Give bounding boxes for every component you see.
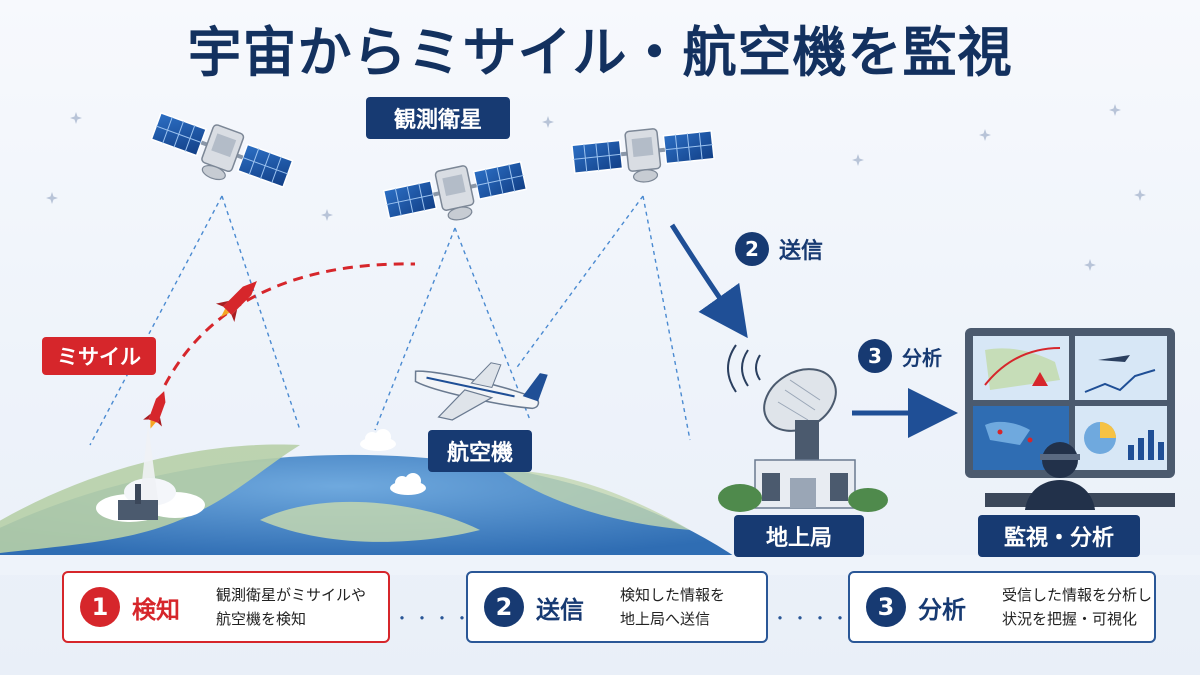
step-card-title: 分析 xyxy=(918,595,966,624)
monitor-screens-icon xyxy=(965,328,1175,507)
page-title: 宇宙からミサイル・航空機を監視 xyxy=(187,21,1013,84)
missile-trajectory xyxy=(163,262,416,386)
step-card-title: 送信 xyxy=(536,595,584,624)
analyze-step-label: 3 分析 xyxy=(858,339,942,373)
missile-label: ミサイル xyxy=(42,337,156,375)
sensor-beams xyxy=(89,195,691,446)
transmit-step-label: 2 送信 xyxy=(735,232,823,266)
step-card-transmit: 2 送信 検知した情報を 地上局へ送信 xyxy=(466,571,768,643)
ground-station-label: 地上局 xyxy=(734,515,864,557)
step-number-badge: 1 xyxy=(80,587,120,627)
step-number-badge: 3 xyxy=(866,587,906,627)
step-number-badge: 2 xyxy=(735,232,769,266)
step-number-badge: 2 xyxy=(484,587,524,627)
missile-icon xyxy=(143,281,257,429)
aircraft-label: 航空機 xyxy=(428,430,532,472)
satellite-label: 観測衛星 xyxy=(366,97,510,139)
step-card-title: 検知 xyxy=(132,595,180,624)
airplane-icon xyxy=(414,362,548,421)
operator-icon xyxy=(1025,442,1095,510)
earth xyxy=(0,444,1200,575)
monitoring-label: 監視・分析 xyxy=(978,515,1140,557)
step-card-description: 受信した情報を分析し 状況を把握・可視化 xyxy=(1002,586,1153,628)
step-card-description: 観測衛星がミサイルや 航空機を検知 xyxy=(216,586,367,628)
transmit-arrow xyxy=(669,223,748,339)
step-card-description: 検知した情報を 地上局へ送信 xyxy=(620,586,726,628)
step-card-analyze: 3 分析 受信した情報を分析し 状況を把握・可視化 xyxy=(848,571,1156,643)
step-text: 送信 xyxy=(779,239,824,264)
dish-antenna-icon xyxy=(718,344,888,512)
step-text: 分析 xyxy=(902,345,942,370)
step-card-detect: 1 検知 観測衛星がミサイルや 航空機を検知 xyxy=(62,571,390,643)
step-connector: ・・・・・ xyxy=(772,609,873,628)
step-number-badge: 3 xyxy=(858,339,892,373)
launch-site xyxy=(96,425,205,522)
star-icon xyxy=(46,104,1146,271)
